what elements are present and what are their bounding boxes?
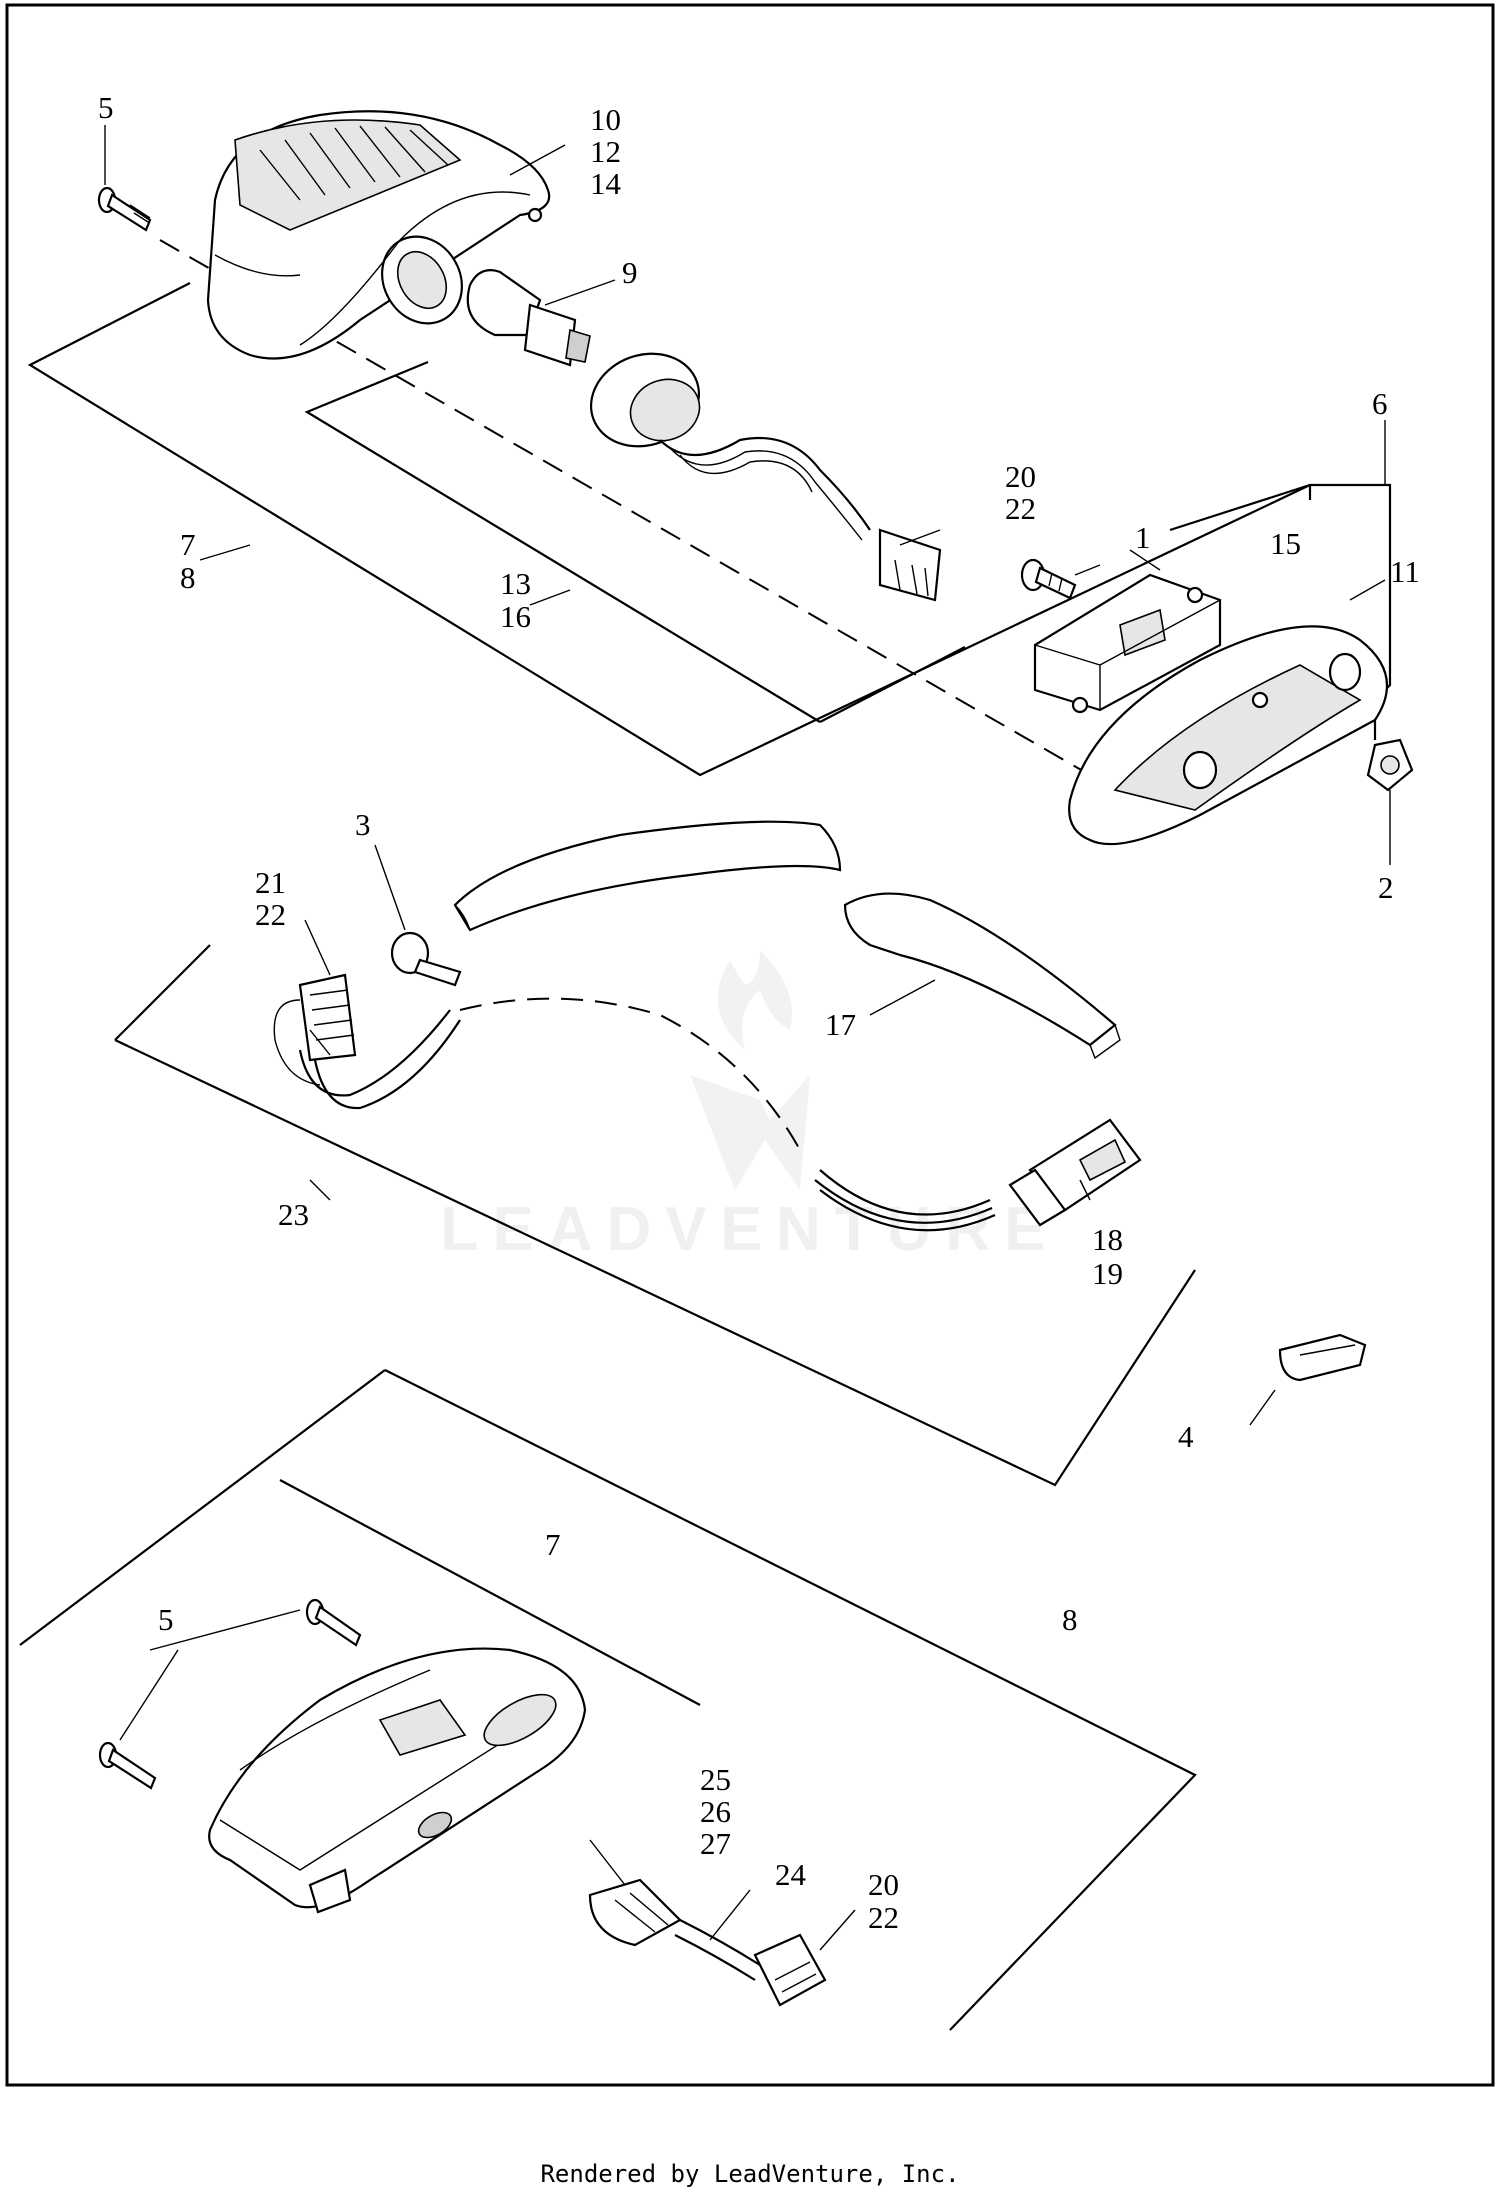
bulb-part-9 [466,269,591,367]
callout-16: 16 [500,599,531,634]
light-strip-part-17 [453,820,1121,1060]
callout-9: 9 [622,255,638,290]
middle-assembly-boundaries [114,944,1196,1487]
bottom-assembly-boundaries [19,1369,1197,2031]
bolt-part-5-bottom-2 [98,1741,157,1790]
callout-22-bottom: 22 [868,1900,899,1935]
callout-19: 19 [1092,1256,1123,1291]
leadventure-watermark: LEADVENTURE [440,950,1059,1264]
callout-2: 2 [1378,870,1394,905]
bolt-part-5-bottom-1 [305,1598,362,1647]
callout-20-bottom: 20 [868,1867,899,1902]
footer-credit: Rendered by LeadVenture, Inc. [540,2160,960,2188]
callout-10: 10 [590,102,621,137]
harness-part-23 [298,997,996,1232]
callout-21: 21 [255,865,286,900]
callout-5-top: 5 [98,90,114,125]
lens-part-11 [1068,625,1389,846]
callout-5-bottom: 5 [158,1602,174,1637]
clip-nut-part-2 [1366,738,1414,792]
callout-25: 25 [700,1762,731,1797]
leader-lines [104,125,1391,1951]
socket-harness-part-13 [589,352,942,602]
lamp-assembly-part-7 [208,1647,587,1914]
callout-17: 17 [825,1007,856,1042]
callout-20-top: 20 [1005,459,1036,494]
callout-24: 24 [775,1857,807,1892]
bracket-part-15 [1033,573,1222,714]
connector-part-21 [273,973,357,1086]
callout-15: 15 [1270,526,1301,561]
callout-18: 18 [1092,1222,1123,1257]
callout-1: 1 [1135,520,1151,555]
callout-7-bottom: 7 [545,1527,561,1562]
lamp-housing-part-10 [206,110,551,360]
bolt-part-5-top [97,186,152,232]
callout-3: 3 [355,807,371,842]
diagram-frame [5,3,1495,2087]
callout-numbers: 5 10 12 14 9 6 20 22 7 8 1 15 11 13 16 2… [98,90,1420,1935]
callout-13: 13 [500,566,531,601]
callout-8-bottom: 8 [1062,1602,1078,1637]
clip-part-3 [390,931,462,987]
watermark-text: LEADVENTURE [440,1195,1059,1264]
callout-22-mid: 22 [255,897,286,932]
callout-11: 11 [1390,554,1420,589]
callout-26: 26 [700,1794,731,1829]
clip-part-4 [1278,1333,1367,1382]
callout-12: 12 [590,134,621,169]
callout-22-top: 22 [1005,491,1036,526]
callout-23: 23 [278,1197,309,1232]
callout-7-top: 7 [180,527,196,562]
callout-27: 27 [700,1826,731,1861]
callout-8-top: 8 [180,560,196,595]
harness-part-24 [588,1878,827,2007]
screw-part-1 [1020,558,1077,600]
callout-4: 4 [1178,1419,1194,1454]
callout-14: 14 [590,166,622,201]
connector-part-18 [1008,1118,1142,1227]
callout-6: 6 [1372,386,1388,421]
